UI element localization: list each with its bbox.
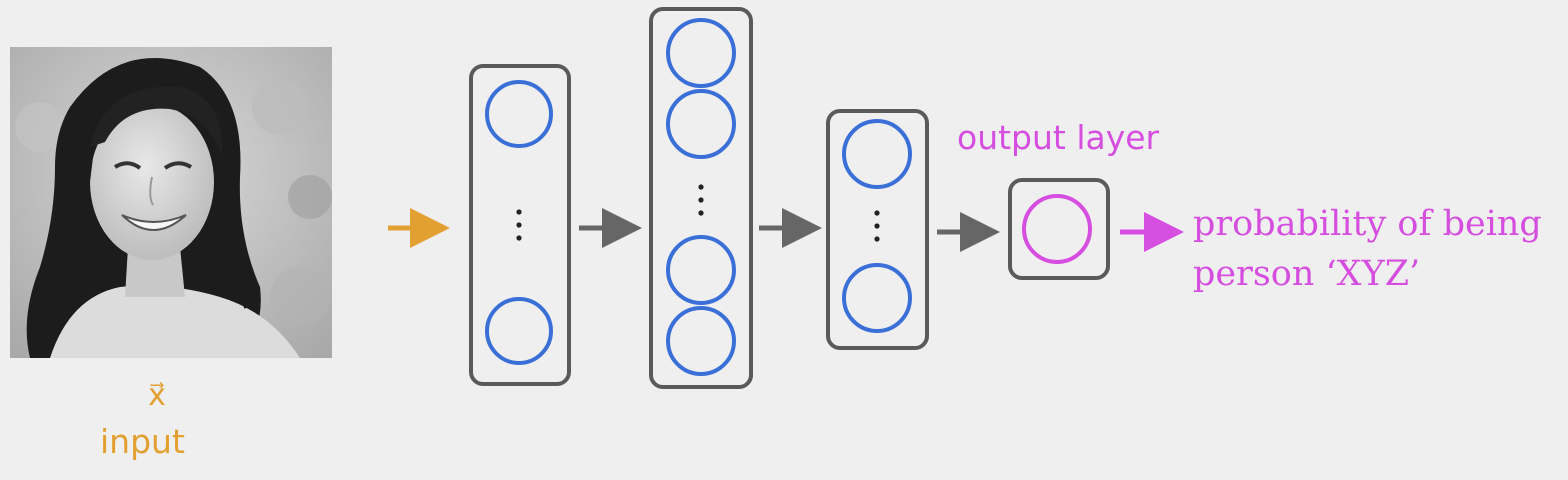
neuron — [485, 297, 553, 365]
hidden-layer-3 — [826, 109, 929, 350]
output-description: probability of being person ‘XYZ’ — [1193, 199, 1542, 299]
output-description-line-2: person ‘XYZ’ — [1193, 254, 1421, 294]
hidden-layer-1 — [469, 64, 571, 386]
output-neuron — [1022, 194, 1092, 264]
output-description-line-1: probability of being — [1193, 204, 1542, 244]
output-layer — [1008, 178, 1110, 280]
ellipsis — [516, 209, 522, 241]
neuron — [842, 263, 912, 333]
neuron — [666, 89, 736, 159]
hidden-layer-2 — [649, 7, 753, 389]
neuron — [666, 18, 736, 88]
output-layer-label: output layer — [957, 118, 1160, 157]
neuron — [666, 306, 736, 376]
ellipsis — [698, 184, 704, 216]
input-label: input — [100, 422, 185, 461]
ellipsis — [874, 210, 880, 242]
input-face-photo — [10, 47, 332, 358]
neuron — [666, 235, 736, 305]
input-vector-symbol: x⃗ — [148, 378, 166, 413]
neuron — [485, 80, 553, 148]
neuron — [842, 119, 912, 189]
